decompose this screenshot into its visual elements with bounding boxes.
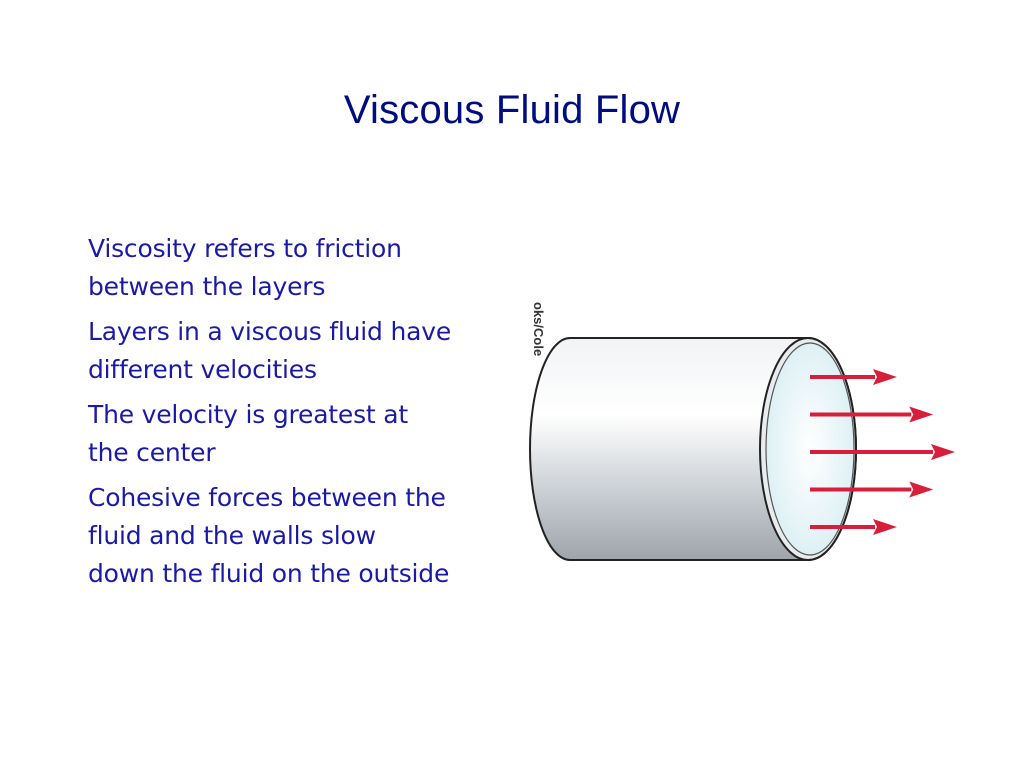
velocity-arrow-head [873, 369, 897, 385]
bullet-list: Viscosity refers to friction between the… [88, 230, 508, 600]
bullet-item: The velocity is greatest at the center [88, 396, 508, 472]
bullet-line: The velocity is greatest at [88, 400, 408, 429]
bullet-line: Layers in a viscous fluid have [88, 317, 451, 346]
bullet-line: down the fluid on the outside [88, 559, 450, 588]
velocity-arrow-head [909, 406, 934, 423]
bullet-item: Layers in a viscous fluid have different… [88, 313, 508, 389]
velocity-arrow-head [909, 481, 934, 498]
bullet-item: Viscosity refers to friction between the… [88, 230, 508, 306]
photo-credit: oks/Cole [531, 302, 546, 356]
pipe-opening [765, 342, 855, 556]
bullet-line: Viscosity refers to friction [88, 234, 402, 263]
bullet-line: fluid and the walls slow [88, 521, 376, 550]
pipe-flow-diagram: oks/Cole [529, 302, 955, 561]
velocity-arrows [810, 369, 955, 535]
velocity-arrow-head [873, 519, 897, 535]
bullet-line: between the layers [88, 272, 326, 301]
bullet-line: different velocities [88, 355, 317, 384]
bullet-line: Cohesive forces between the [88, 483, 446, 512]
bullet-item: Cohesive forces between the fluid and th… [88, 479, 508, 593]
slide-title: Viscous Fluid Flow [343, 88, 681, 132]
velocity-arrow-head [931, 444, 955, 460]
bullet-line: the center [88, 438, 216, 467]
